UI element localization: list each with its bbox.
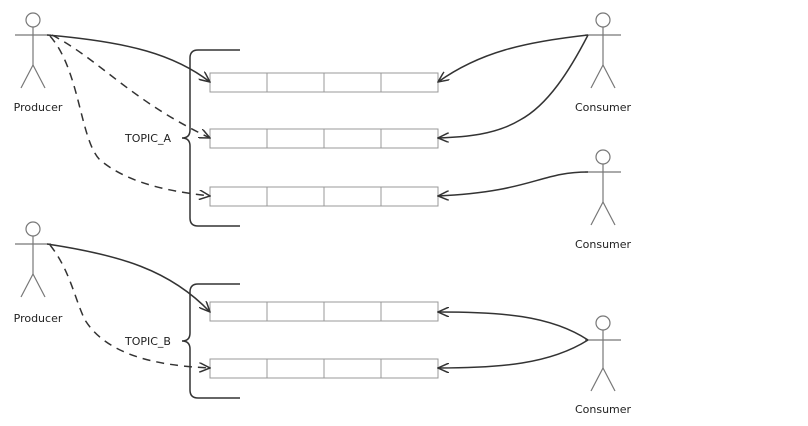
producer-a-arrow-partition-1	[46, 34, 210, 82]
consumer-2-arrow-partition-a3	[438, 171, 589, 196]
producer-a-arrow-partition-3	[49, 35, 210, 196]
consumer-3-arrow-partition-b1	[438, 312, 589, 341]
consumer-3-arrow-partition-b2	[438, 339, 589, 368]
partition-a1	[209, 72, 439, 93]
producer-b-actor	[15, 221, 51, 298]
partition-b2	[209, 358, 439, 379]
partition-a2	[209, 128, 439, 149]
producer-a-label: Producer	[14, 101, 63, 114]
producer-a-arrow-partition-2	[51, 34, 210, 138]
producer-b-arrow-partition-1	[46, 243, 210, 312]
producer-b-arrow-partition-2	[49, 244, 210, 368]
topic-b-label: TOPIC_B	[124, 335, 171, 348]
producer-a-actor	[15, 12, 51, 89]
topic-a-brace	[181, 49, 240, 227]
consumer-3-actor	[585, 315, 621, 392]
consumer-1-label: Consumer	[575, 101, 632, 114]
consumer-2-label: Consumer	[575, 238, 632, 251]
partition-a3	[209, 186, 439, 207]
consumer-3-label: Consumer	[575, 403, 632, 416]
consumer-1-arrow-partition-a1	[438, 34, 589, 82]
topic-b-brace	[181, 283, 240, 399]
producer-b-label: Producer	[14, 312, 63, 325]
consumer-2-actor	[585, 149, 621, 226]
consumer-1-actor	[585, 12, 621, 89]
topic-a-label: TOPIC_A	[124, 132, 171, 145]
consumer-1-arrow-partition-a2	[438, 34, 589, 138]
partition-b1	[209, 301, 439, 322]
